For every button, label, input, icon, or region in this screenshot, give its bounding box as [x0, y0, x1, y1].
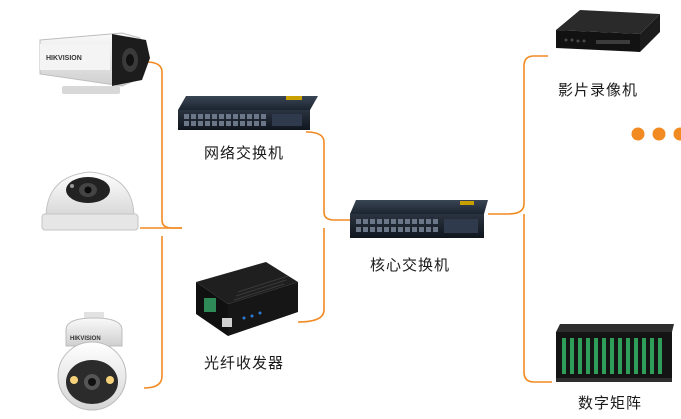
bullet-camera-brand: HIKVISION — [46, 55, 82, 62]
connector-recorder — [523, 55, 548, 204]
connector-network-switch — [305, 131, 325, 212]
core-switch-label: 核心交换机 — [370, 256, 451, 274]
video-recorder — [556, 10, 660, 52]
fiber-transceiver-label: 光纤收发器 — [204, 354, 285, 372]
ptz-camera: HIKVISION — [57, 312, 127, 411]
connector-fiber-transceiver — [297, 228, 325, 323]
bullet-camera: HIKVISION — [39, 32, 150, 94]
connector-bullet-camera — [145, 61, 163, 220]
connector-mid-trunk — [323, 211, 350, 221]
three-dots-icon — [631, 127, 681, 141]
dome-camera — [41, 171, 139, 231]
network-switch — [178, 96, 318, 130]
video-recorder-label: 影片录像机 — [558, 81, 639, 99]
ptz-camera-brand: HIKVISION — [70, 336, 101, 342]
connector-core-out — [488, 203, 525, 215]
digital-matrix-label: 数字矩阵 — [578, 394, 643, 412]
connector-lines — [140, 55, 552, 389]
network-switch-label: 网络交换机 — [204, 144, 285, 162]
digital-matrix — [556, 324, 674, 382]
fiber-transceiver — [196, 262, 298, 336]
connector-matrix — [523, 214, 552, 383]
core-switch — [350, 200, 488, 238]
connector-left-trunk — [161, 219, 182, 229]
connector-ptz-camera — [143, 236, 163, 389]
